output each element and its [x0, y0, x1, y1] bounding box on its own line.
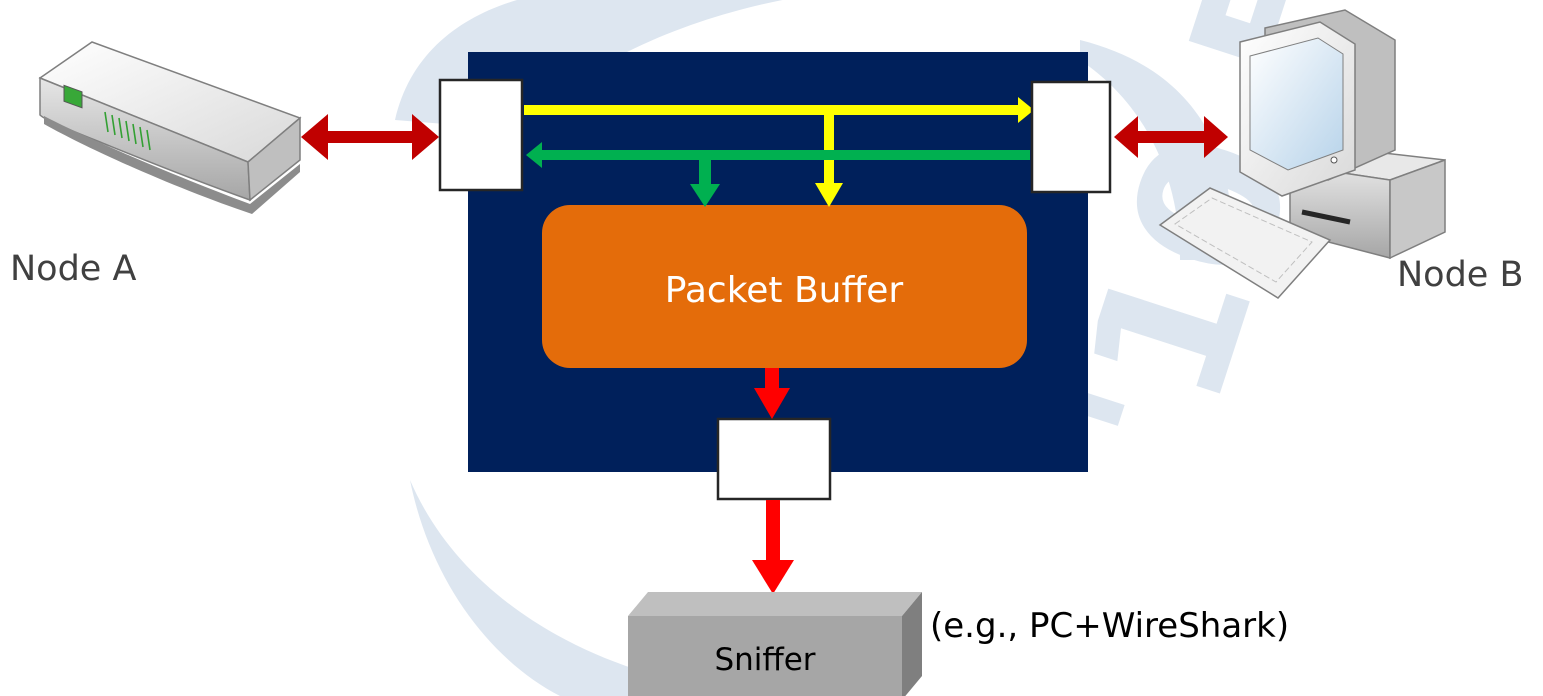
mirror-port — [716, 417, 832, 501]
mirror-arrow-upper-head — [754, 388, 790, 419]
watermark-arc-bottom — [410, 480, 820, 696]
link-arrow-node-b-left-head — [1114, 116, 1138, 158]
forward-copy-arrowhead — [815, 183, 843, 207]
router-vent-lines — [104, 111, 151, 151]
link-arrow-node-a-right-head — [412, 114, 439, 160]
sniffer-front-face — [628, 616, 902, 696]
reverse-copy-arrowhead — [690, 184, 720, 207]
sniffer-side-face — [902, 592, 922, 696]
monitor-power-button — [1330, 156, 1338, 164]
forward-copy-stem — [824, 110, 834, 185]
link-arrow-node-a-bar — [325, 131, 415, 143]
sniffer-top-face — [628, 592, 922, 616]
forward-path — [524, 97, 1034, 207]
mirror-arrow-buffer-to-port — [754, 368, 790, 419]
port-b — [1030, 80, 1112, 194]
reverse-copy-stem — [699, 160, 711, 186]
node-b-label: Node B — [1397, 255, 1523, 295]
mirror-arrow-lower-head — [752, 560, 794, 594]
link-arrow-node-a-left-head — [301, 114, 328, 160]
link-arrow-node-a — [301, 114, 439, 160]
sniffer-box — [628, 592, 922, 696]
reverse-path-bar — [540, 150, 1030, 160]
router-right-face — [247, 116, 301, 202]
router-device-icon — [38, 41, 302, 214]
node-a-label: Node A — [10, 249, 136, 289]
monitor-screen — [1249, 37, 1344, 171]
router-status-light — [63, 84, 83, 109]
mirror-arrow-lower-stem — [766, 500, 780, 562]
keyboard-keys — [1174, 197, 1313, 283]
link-arrow-node-b — [1114, 116, 1228, 158]
port-a — [438, 78, 524, 192]
reverse-path — [526, 142, 1030, 207]
mirror-arrow-port-to-sniffer — [752, 500, 794, 594]
tower-drive-slot — [1301, 209, 1351, 225]
link-arrow-node-b-right-head — [1204, 116, 1228, 158]
keyboard — [1158, 187, 1332, 299]
forward-path-arrowhead — [1018, 97, 1034, 123]
desktop-computer-icon — [1158, 9, 1446, 299]
reverse-path-arrowhead — [526, 142, 542, 168]
sniffer-note: (e.g., PC+WireShark) — [930, 606, 1289, 646]
packet-buffer-label: Packet Buffer — [665, 270, 904, 311]
tower-side — [1389, 158, 1446, 260]
packet-buffer-box — [542, 205, 1027, 368]
sniffer-label: Sniffer — [714, 642, 815, 678]
link-arrow-node-b-bar — [1136, 131, 1206, 143]
forward-path-bar — [524, 105, 1020, 115]
mirror-arrow-upper-stem — [765, 368, 779, 390]
